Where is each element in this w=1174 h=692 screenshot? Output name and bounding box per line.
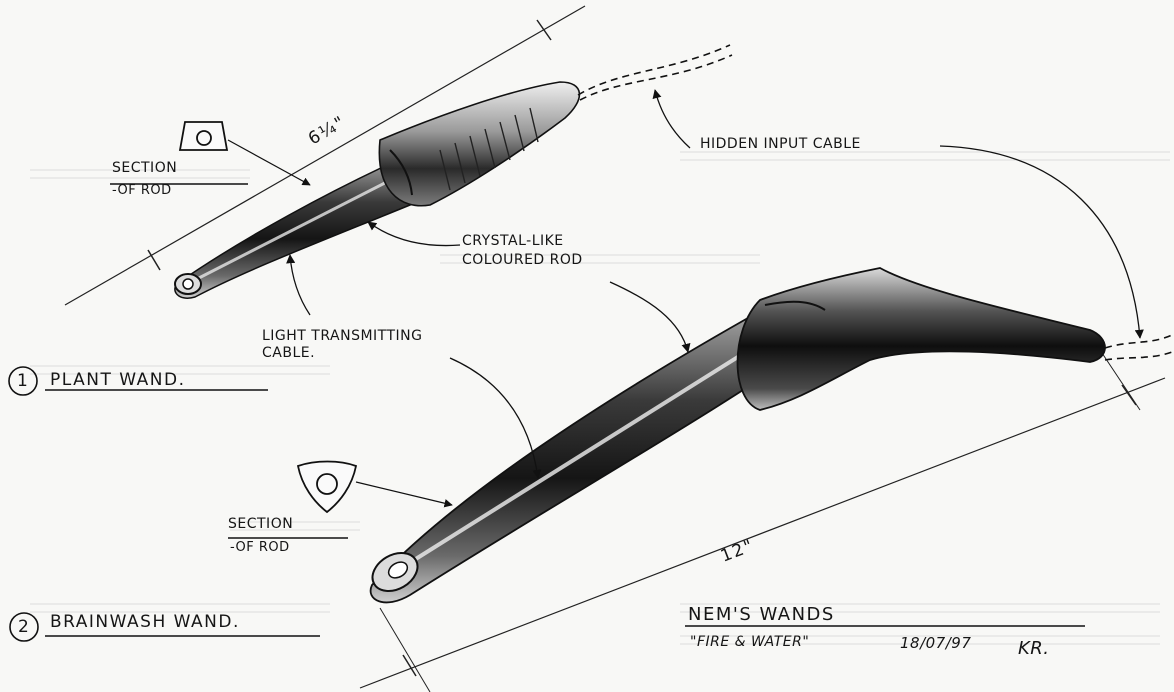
wand2-number-circle xyxy=(9,612,39,642)
title-block-date: 18/07/97 xyxy=(900,634,972,652)
wand2-cable xyxy=(1104,334,1173,349)
wand1-grip xyxy=(378,81,581,207)
brainwash-wand-drawing xyxy=(296,267,1173,692)
wand2-section-label-2: -OF ROD xyxy=(230,540,290,555)
wand2-section-label-1: SECTION xyxy=(228,516,294,532)
hidden-cable-label: HIDDEN INPUT CABLE xyxy=(700,136,861,152)
wand1-name: PLANT WAND. xyxy=(50,370,186,390)
wand1-number-circle xyxy=(8,366,38,396)
guide-lines xyxy=(30,151,1170,645)
wand1-section-label-1: SECTION xyxy=(112,160,178,176)
rod-callout-line-1: CRYSTAL-LIKE xyxy=(462,233,564,249)
underlines xyxy=(45,183,1085,637)
plant-wand-drawing xyxy=(64,5,733,306)
wand2-number: 2 xyxy=(18,617,31,637)
wand2-dimension-line xyxy=(359,377,1166,689)
wand1-section-icon xyxy=(178,121,229,151)
cable-callout-line-1: LIGHT TRANSMITTING xyxy=(262,328,423,344)
callout-arrows xyxy=(286,89,1144,479)
title-block-subtitle: "FIRE & WATER" xyxy=(690,634,810,650)
wand2-name: BRAINWASH WAND. xyxy=(50,612,240,632)
rod-callout-line-2: COLOURED ROD xyxy=(462,252,583,268)
wand2-handle xyxy=(736,267,1106,411)
wand1-number: 1 xyxy=(17,371,30,391)
wand1-cable xyxy=(577,44,731,96)
wand1-section-label-2: -OF ROD xyxy=(112,183,172,198)
cable-callout-line-2: CABLE. xyxy=(262,345,316,361)
title-block-title: NEM'S WANDS xyxy=(688,604,835,625)
title-block-initials: KR. xyxy=(1018,638,1050,659)
wand2-section-icon xyxy=(296,460,358,514)
